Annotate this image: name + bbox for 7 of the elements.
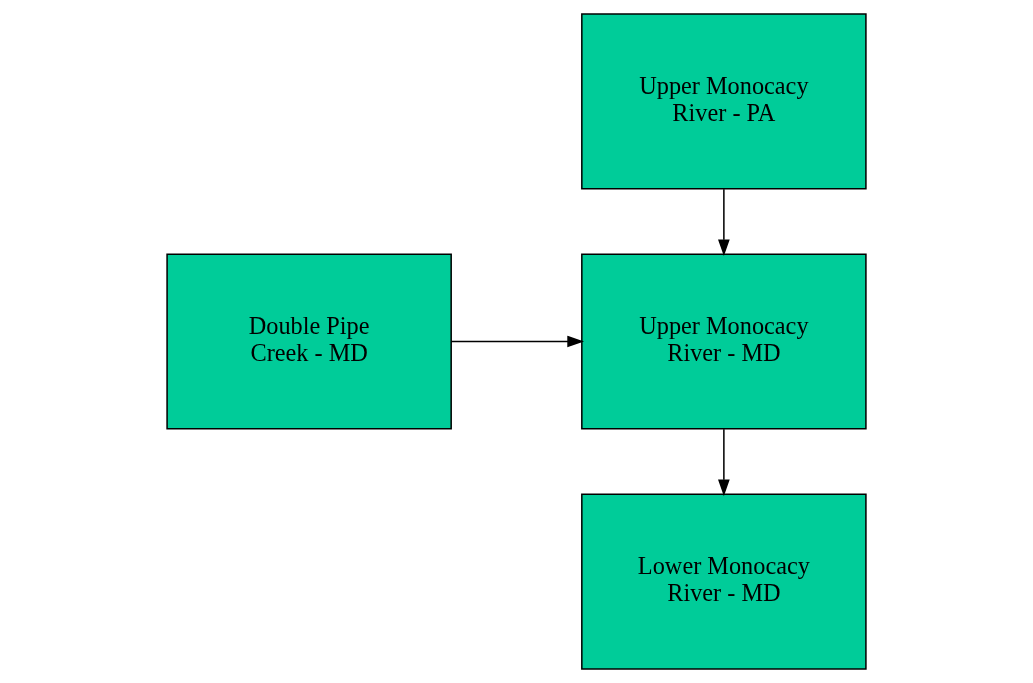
arrow [718, 428, 730, 497]
node-box: Upper Monocacy River - MD [581, 253, 867, 430]
node-box: Lower Monocacy River - MD [581, 493, 867, 670]
arrow [718, 188, 730, 257]
node-box: Upper Monocacy River - PA [581, 13, 867, 190]
node-box: Double Pipe Creek - MD [166, 253, 452, 430]
arrow [450, 335, 584, 348]
